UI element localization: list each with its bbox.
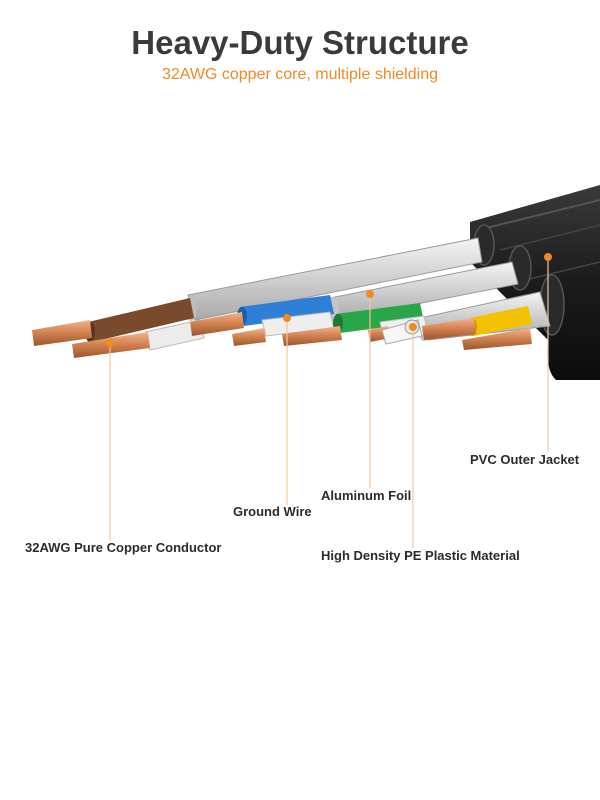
callout-lines	[109, 257, 549, 548]
label-copper-conductor: 32AWG Pure Copper Conductor	[25, 540, 222, 555]
page-subtitle: 32AWG copper core, multiple shielding	[162, 66, 438, 83]
label-ground-wire: Ground Wire	[233, 504, 312, 519]
copper-conductors	[32, 312, 532, 358]
label-pe-plastic-material: High Density PE Plastic Material	[321, 548, 520, 563]
label-pvc-outer-jacket: PVC Outer Jacket	[470, 452, 580, 467]
page-title: Heavy-Duty Structure	[131, 24, 469, 61]
callout-dots	[106, 253, 552, 347]
label-aluminum-foil: Aluminum Foil	[321, 488, 412, 503]
